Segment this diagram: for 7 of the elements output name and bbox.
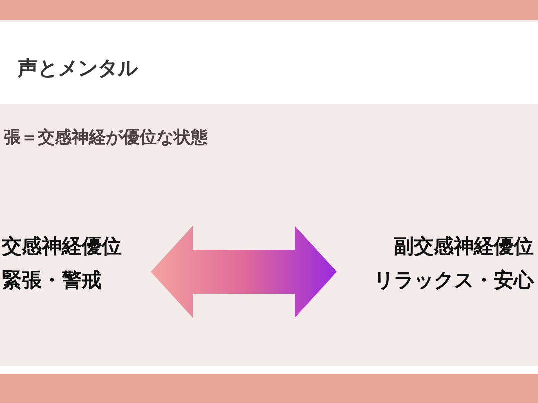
state-description: 緊張・警戒	[2, 267, 102, 294]
state-heading: 副交感神経優位	[394, 233, 534, 260]
subtitle: 張＝交感神経が優位な状態	[4, 127, 208, 150]
title: 声とメンタル	[18, 55, 138, 82]
state-description: リラックス・安心	[374, 267, 534, 294]
state-heading: 交感神経優位	[2, 233, 122, 260]
double-arrow	[151, 226, 337, 318]
